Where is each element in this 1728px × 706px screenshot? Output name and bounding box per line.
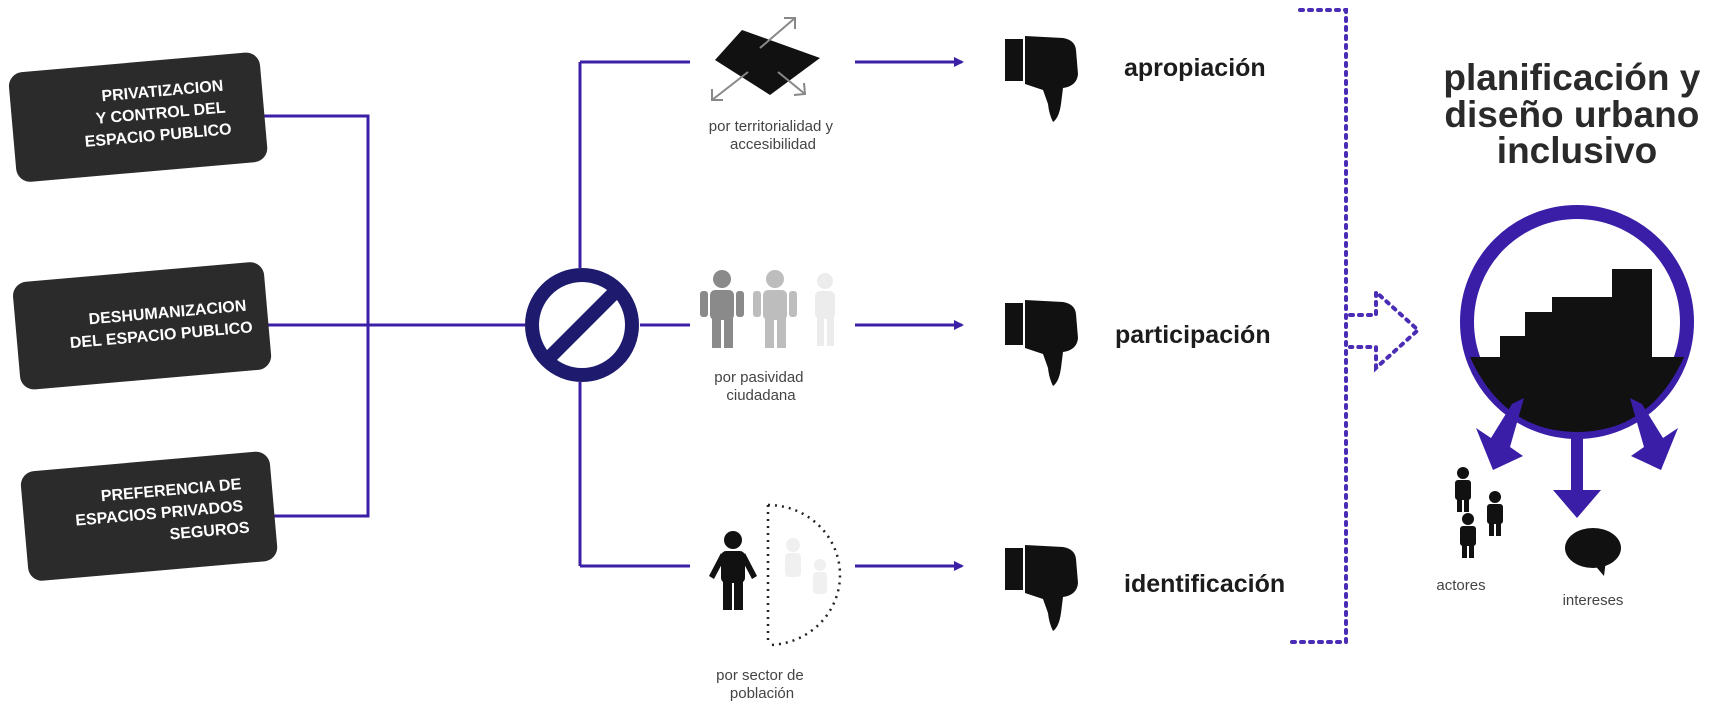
branch-connectors xyxy=(578,60,690,568)
dotted-arrow-icon xyxy=(1348,287,1421,373)
result-identificacion: identificación xyxy=(1124,570,1285,598)
result-apropiacion: apropiación xyxy=(1124,54,1266,82)
thumbs-down-icon xyxy=(1005,545,1078,631)
svg-text:PRIVATIZACION Y CONTROL: PRIVATIZACION Y CONTROL DEL ESPACIO PUBL… xyxy=(80,77,232,151)
branch-caption: por territorialidad y accesibilidad xyxy=(709,118,837,153)
branch-caption: por pasividad ciudadana xyxy=(714,369,807,404)
cause-connectors xyxy=(262,114,525,518)
cause-box-preferencia: PREFERENCIA DE ESPACIOS PRIVADOS SEGUROS xyxy=(20,451,278,581)
cause-line: SEGUROS xyxy=(169,520,251,544)
cause-box-privatizacion: PRIVATIZACION Y CONTROL DEL ESPACIO PUBL… xyxy=(8,52,268,182)
people-group-icon xyxy=(1455,467,1503,558)
result-participacion: participación xyxy=(1115,321,1271,349)
fading-people-icon xyxy=(700,270,835,348)
thumbs-down-icon xyxy=(1005,300,1078,386)
population-sector-icon xyxy=(709,503,842,647)
city-in-circle-icon xyxy=(1460,205,1694,518)
dotted-bracket xyxy=(1288,8,1348,644)
territory-arrows-icon xyxy=(711,17,820,101)
interests-label: intereses xyxy=(1563,592,1624,609)
branch-caption: por sector de población xyxy=(716,667,808,702)
actors-label: actores xyxy=(1436,577,1485,594)
prohibited-icon xyxy=(525,268,639,382)
goal-title: planificación y diseño urbano inclusivo xyxy=(1443,57,1710,171)
cause-box-deshumanizacion: DESHUMANIZACION DEL ESPACIO PUBLICO xyxy=(13,262,272,390)
speech-bubble-icon xyxy=(1565,528,1621,576)
result-arrows xyxy=(855,57,964,571)
thumbs-down-icon xyxy=(1005,36,1078,122)
